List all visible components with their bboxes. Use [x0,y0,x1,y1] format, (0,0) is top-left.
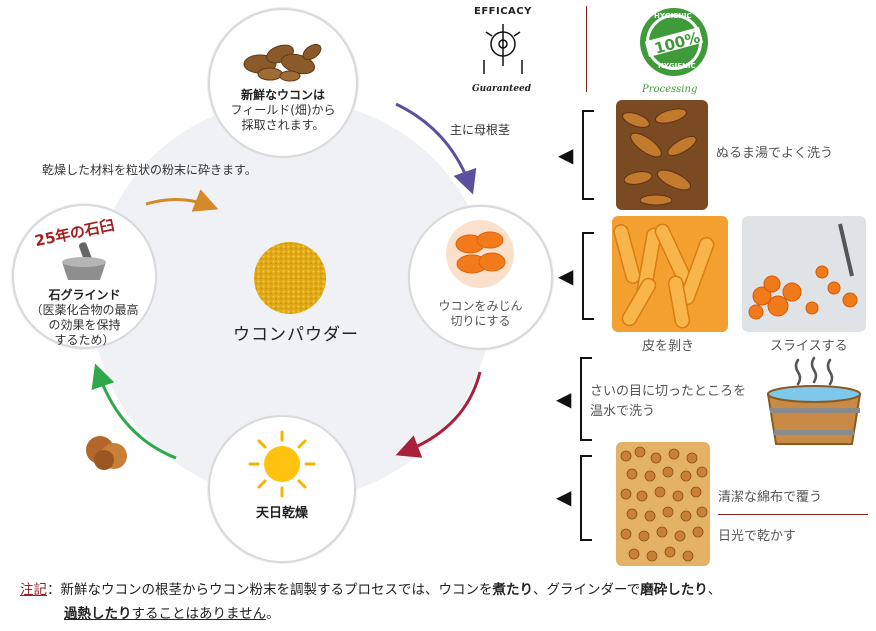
node-sun-text: 天日乾燥 [212,506,352,521]
badge-divider [586,6,587,92]
step-dry-bracket [580,455,592,541]
node-grind-line2: （医薬化合物の最高 [30,303,139,317]
mortar-pestle-icon [56,240,112,284]
note-line-2: 過熱したりすることはありません。 [64,602,280,622]
hygienic-top-text: HYGIENIC [654,12,692,20]
node-mince-line1: ウコンをみじん [438,299,523,313]
hygienic-badge: HYGIENIC 100% HYGIENIC Processing [632,4,716,98]
dried-turmeric-image [82,430,132,474]
note-line1-c: 、グラインダーで [533,582,641,598]
step-peel-photo [612,216,728,332]
note-line2-a: 過熱したり [64,606,132,622]
note-label: 注記 [20,582,47,598]
node-grind-line3: の効果を保持 [48,318,121,332]
note-line1-b: 煮たり [492,582,534,598]
turmeric-rhizome-image [240,34,328,84]
node-mince-line2: 切りにする [450,314,511,328]
step-cover-label: 清潔な綿布で覆う [718,490,823,505]
minced-turmeric-image [444,218,516,290]
arrow-to-grind [91,363,177,460]
note-line2-b: することはありません [131,606,267,622]
step-dicewash-label-1: さいの目に切ったところを [590,384,747,399]
step-dry-photo [616,442,710,566]
crush-label: 乾燥した材料を粒状の粉末に砕きます。 [42,163,257,177]
note-line-1: 注記：新鮮なウコンの根茎からウコン粉末を調製するプロセスでは、ウコンを煮たり、グ… [20,578,721,598]
step-dry-divider [718,514,868,515]
arrow-crush [145,189,219,212]
step-wash-bracket [582,110,594,200]
node-grind-title: 石グラインド [48,288,121,302]
note-line1-d: 磨砕したり [640,582,708,598]
hygienic-seal-icon [640,8,708,76]
node-fresh-turmeric [208,8,358,158]
step-slice-label: スライスする [770,339,848,354]
turmeric-powder-image [252,240,328,316]
node-fresh-title: 新鮮なウコンは [240,88,325,102]
node-fresh-line3: 採取されます。 [241,118,325,132]
step-dicewash-bracket [580,357,592,441]
arrow-to-mince [395,102,477,195]
note-sep: ： [47,582,61,598]
step-dicewash-label-2: 温水で洗う [590,404,656,419]
step-sundry-label: 日光で乾かす [718,529,797,544]
step-dicewash-arrow-icon: ◀ [556,387,572,411]
arrow-to-sun [395,371,482,458]
node-grind-line4: するため） [54,333,115,347]
node-fresh-line2: フィールド(畑)から [230,103,336,117]
efficacy-top-text: EFFICACY [474,6,532,17]
step-peel-bracket [582,232,594,320]
node-grind-text: 石グラインド （医薬化合物の最高 の効果を保持 するため） [16,288,153,348]
note-line2-c: 。 [266,606,280,622]
node-fresh-text: 新鮮なウコンは フィールド(畑)から 採取されます。 [212,88,354,133]
step-wash-label: ぬるま湯でよく洗う [716,146,834,161]
step-wash-arrow-icon: ◀ [558,143,574,167]
step-peel-label: 皮を剝き [642,339,695,354]
step-dry-arrow-icon: ◀ [556,485,572,509]
efficacy-bottom-text: Guaranteed [472,84,532,94]
note-line1-e: 、 [707,582,722,598]
efficacy-badge: EFFICACY Guaranteed [470,4,540,98]
processing-text: Processing [642,84,698,95]
note-line1-a: 新鮮なウコンの根茎からウコン粉末を調製するプロセスでは、ウコンを [60,582,493,598]
rhizome-label: 主に母根茎 [450,123,511,137]
step-peel-arrow-icon: ◀ [558,264,574,288]
sun-icon [248,430,316,498]
cycle-arrows [91,102,482,460]
node-sun-title: 天日乾燥 [255,506,308,521]
step-wash-photo [616,100,708,210]
target-icon [483,24,523,74]
hot-water-tub-icon [764,356,864,448]
center-label: ウコンパウダー [233,325,359,345]
step-slice-photo [742,216,866,332]
hygienic-bottom-text: HYGIENIC [658,62,696,70]
node-mince-text: ウコンをみじん 切りにする [412,299,549,329]
